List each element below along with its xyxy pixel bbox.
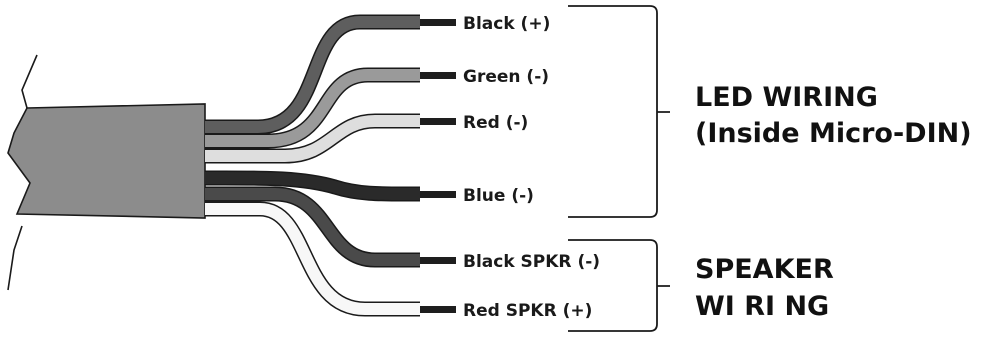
led-wiring-title: LED WIRING <box>695 82 878 113</box>
wire-label-red-minus: Red (-) <box>463 113 528 133</box>
wire-black-plus <box>205 14 420 135</box>
conductor-tips <box>420 19 456 313</box>
wire-label-green-minus: Green (-) <box>463 67 549 87</box>
led-bracket <box>568 5 670 218</box>
wire-bundle <box>204 14 421 317</box>
conductor-tip-blue-minus <box>420 191 456 198</box>
conductor-tip-black-plus <box>420 19 456 26</box>
wire-red-spkr <box>205 201 420 317</box>
conductor-tip-black-spkr <box>420 257 456 264</box>
wire-label-blue-minus: Blue (-) <box>463 186 534 206</box>
wire-red-minus <box>205 113 420 164</box>
conductor-tip-green-minus <box>420 72 456 79</box>
speaker-bracket <box>568 239 670 332</box>
wire-label-black-plus: Black (+) <box>463 14 550 34</box>
wire-label-black-spkr: Black SPKR (-) <box>463 252 600 272</box>
cable-break-line-bottom <box>7 225 23 291</box>
wire-label-red-spkr: Red SPKR (+) <box>463 301 592 321</box>
led-wiring-subtitle: (Inside Micro-DIN) <box>695 118 972 149</box>
speaker-wiring-title: SPEAKER <box>695 254 834 285</box>
conductor-tip-red-minus <box>420 118 456 125</box>
wire-blue-minus <box>204 170 421 202</box>
wire-black-spkr <box>205 186 420 268</box>
speaker-wiring-subtitle: WI RI NG <box>695 291 829 322</box>
conductor-tip-red-spkr <box>420 306 456 313</box>
cable-break-line-top <box>21 54 38 109</box>
cable-jacket <box>7 103 206 219</box>
wire-green-minus <box>205 67 420 149</box>
